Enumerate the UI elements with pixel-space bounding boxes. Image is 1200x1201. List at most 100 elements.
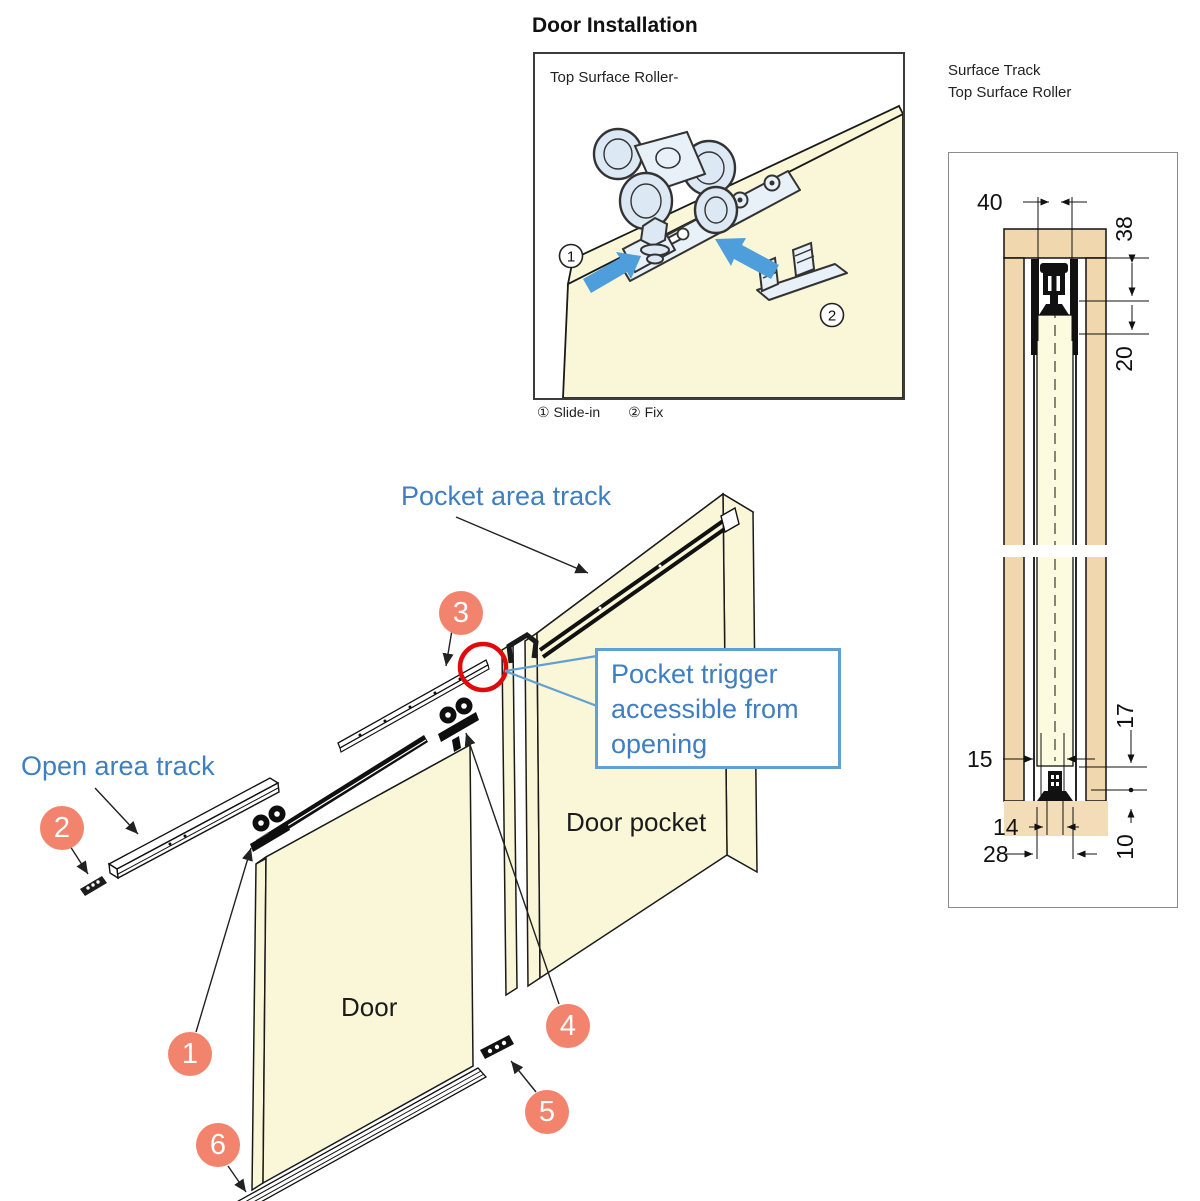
bracket-hole [91, 883, 95, 887]
guide-hole [1051, 775, 1054, 779]
floor-guide-hole [501, 1040, 507, 1046]
open-track-hole [168, 842, 172, 846]
surface-track-title-line2: Top Surface Roller [948, 84, 1072, 101]
part-marker-1: 1 [168, 1032, 212, 1076]
wheel-hub [258, 820, 264, 826]
right-wall-wood [1085, 257, 1107, 802]
part-marker-3: 3 [439, 591, 483, 635]
fix-clip-prong [791, 241, 816, 278]
door-installation-panel: 1 2 Top Surface Roller- [533, 52, 905, 400]
part-marker-4: 4 [546, 1004, 590, 1048]
open-area-track-label: Open area track [21, 751, 215, 781]
dim-28: 28 [983, 841, 1009, 867]
fix-arrow [715, 238, 779, 279]
part-marker-2: 2 [40, 806, 84, 850]
roller-section-wheel [1043, 273, 1065, 295]
part-marker-5: 5 [525, 1090, 569, 1134]
step1-number: 1 [567, 249, 575, 266]
roller-section-axle [1040, 263, 1068, 273]
guide-hole [1051, 782, 1054, 786]
callout-line2: accessible from [611, 694, 799, 724]
door-roller-bracket [250, 822, 290, 852]
top-surface-roller-label: Top Surface Roller- [550, 69, 679, 86]
roller-wheel-ring [603, 138, 633, 170]
plate-screw-center [769, 180, 775, 186]
bottom-rail-line [254, 1073, 485, 1201]
callout-pointer-line [504, 654, 598, 673]
track-section-bar [1070, 259, 1078, 355]
trigger-bar-edge [339, 664, 490, 753]
step2-number: 2 [828, 308, 836, 325]
callout-line3: opening [611, 729, 708, 759]
roller-wheel-ring [630, 183, 662, 219]
leader-lines [69, 516, 589, 1193]
open-track-hole [183, 834, 187, 838]
exploded-diagram [69, 492, 758, 1201]
wheel-hub [445, 712, 451, 718]
step2-circle [819, 302, 845, 328]
trigger-bar-hole [408, 705, 412, 709]
guide-hole [1056, 775, 1059, 779]
pocket-track-rail [541, 526, 728, 659]
bolt-nut [646, 253, 664, 265]
dimension-dot [1128, 787, 1134, 793]
plate-screw-center [737, 197, 743, 203]
surface-track-title: Surface Track Top Surface Roller [948, 60, 1071, 104]
surface-track-title-line1: Surface Track [948, 62, 1041, 79]
dim-38: 38 [1111, 216, 1137, 242]
roller-wheel [693, 185, 739, 235]
open-track-end-cap [108, 862, 119, 880]
pocket-roller-pin [452, 736, 461, 752]
floor-guide-hole [487, 1048, 493, 1054]
dim-10: 10 [1112, 834, 1138, 860]
guide-hole [1056, 782, 1059, 786]
slide-in-arrow [583, 252, 641, 293]
door-top-bracket [1039, 304, 1069, 315]
caption-step2: ② Fix [628, 404, 664, 420]
track-receiver-bracket [506, 631, 539, 664]
track-screw-dot [658, 564, 662, 568]
left-wall-wood [1003, 257, 1025, 802]
hanger-bolt [639, 216, 669, 248]
roller-slot [1048, 276, 1052, 291]
trigger-bar-hole [383, 719, 387, 723]
callout-pointer-line [504, 669, 598, 708]
roller-slot [1056, 276, 1060, 291]
pocket-area-track-label: Pocket area track [401, 481, 612, 511]
dim-17: 17 [1112, 703, 1138, 729]
callout-line1: Pocket trigger [611, 659, 778, 689]
bottom-guide-base [1037, 791, 1073, 801]
page-title: Door Installation [532, 14, 698, 37]
pocket-liner-board [501, 641, 518, 997]
roller-neck [1050, 295, 1058, 304]
cross-section-panel: 40 38 20 15 17 10 14 28 [948, 152, 1178, 908]
dim-20: 20 [1111, 346, 1137, 372]
roller-body-boss [655, 147, 681, 169]
pocket-roller-bracket [438, 712, 479, 742]
roller-wheel-ring [704, 196, 728, 224]
fix-clip-base [756, 263, 848, 301]
open-track-line [117, 787, 279, 875]
keyhole-hole [676, 227, 690, 241]
floor-guide-hole [494, 1044, 500, 1050]
pocket-track-rail [538, 519, 725, 652]
caption-step1: ① Slide-in [537, 404, 601, 420]
bottom-rail [237, 1067, 488, 1201]
door-front-face [262, 743, 474, 1185]
bracket-hole [86, 886, 90, 890]
part-marker-6: 6 [196, 1123, 240, 1167]
dim-14: 14 [993, 814, 1019, 840]
cross-section-drawing: 40 38 20 15 17 10 14 28 [967, 189, 1149, 867]
pocket-trigger-highlight [457, 641, 509, 693]
roller-wheel [618, 171, 674, 231]
door-label: Door [341, 992, 398, 1022]
trigger-bar-hole [358, 733, 362, 737]
dim-40: 40 [977, 189, 1003, 215]
dimension-lines [1003, 197, 1149, 859]
pocket-track-end-cap [720, 506, 740, 534]
track-screw-dot [598, 606, 602, 610]
wheel-hub [461, 703, 467, 709]
track-section-bar [1031, 259, 1039, 355]
bottom-guide-pin [1048, 771, 1062, 791]
